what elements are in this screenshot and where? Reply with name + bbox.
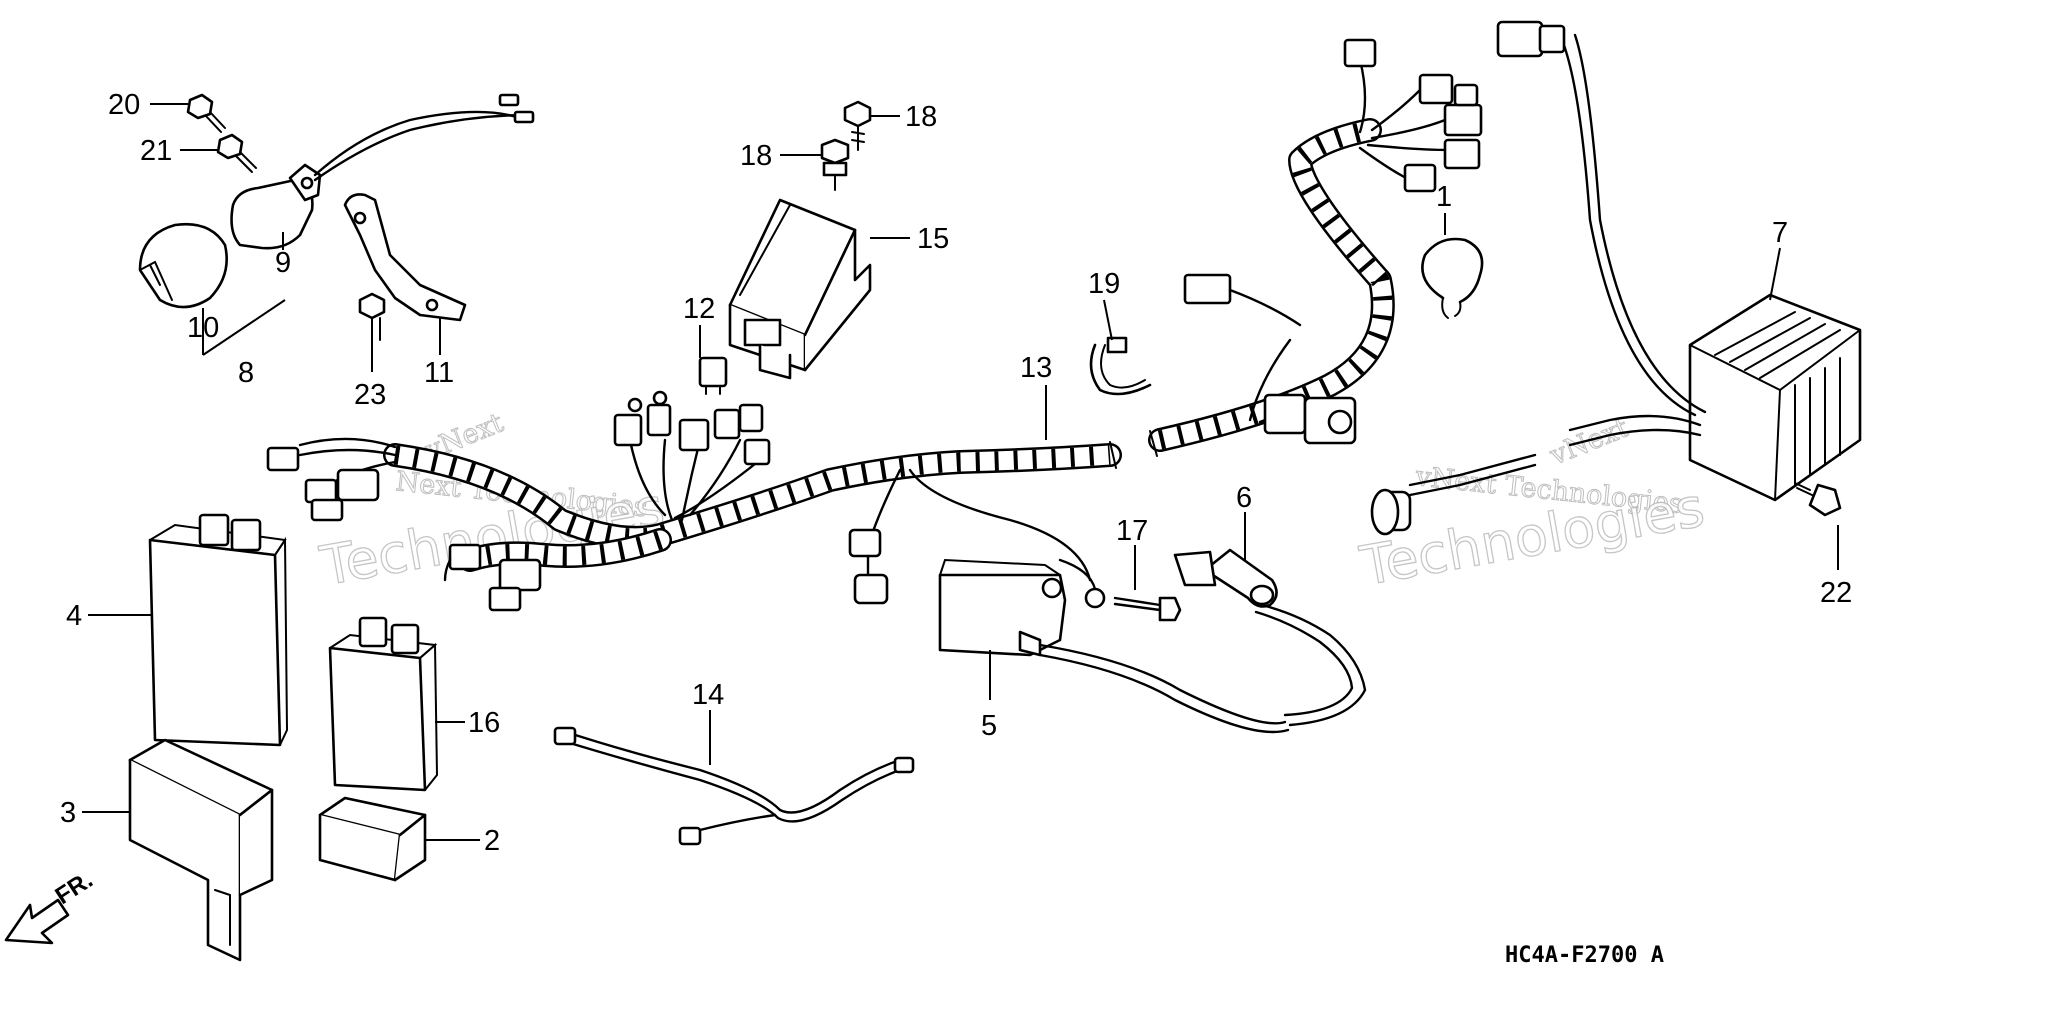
callout-1: 1	[1436, 181, 1452, 213]
callout-13: 13	[1020, 352, 1052, 384]
harness-right-connector	[1183, 273, 1357, 445]
callout-3: 3	[60, 797, 76, 829]
bolt-23	[358, 292, 386, 341]
callout-2: 2	[484, 825, 500, 857]
bolt-18-upper	[843, 100, 872, 151]
callout-7: 7	[1772, 217, 1788, 249]
callout-4: 4	[66, 600, 82, 632]
callout-22: 22	[1820, 577, 1852, 609]
ground-terminal	[848, 528, 889, 605]
callout-10: 10	[187, 312, 219, 344]
small-relay-part	[698, 356, 728, 395]
watermark-right-top: vNext	[1545, 412, 1633, 471]
spark-plug-cap-part	[1173, 548, 1367, 727]
callout-21: 21	[140, 135, 172, 167]
harness-band-part	[1089, 336, 1152, 396]
bracket-part	[343, 193, 467, 322]
screw-21	[216, 133, 257, 173]
harness-relay-cluster	[613, 390, 771, 466]
relay-box-part	[728, 198, 872, 380]
screw-22	[1794, 482, 1842, 517]
harness-clip-part	[1421, 237, 1484, 319]
harness-left-connector-upper	[266, 446, 380, 522]
starter-relay-part	[328, 616, 439, 792]
callout-19: 19	[1088, 268, 1120, 300]
callout-15: 15	[917, 223, 949, 255]
callout-18-upper: 18	[905, 101, 937, 133]
callout-5: 5	[981, 710, 997, 742]
callout-12: 12	[683, 293, 715, 325]
bolt-18-lower	[820, 138, 850, 191]
callout-23: 23	[354, 379, 386, 411]
callout-11: 11	[424, 357, 454, 389]
callout-8: 8	[238, 357, 254, 389]
callout-16: 16	[468, 707, 500, 739]
harness-left-connector-lower	[443, 543, 542, 612]
relay-rubber-part	[318, 796, 427, 882]
diagram-code: HC4A-F2700 A	[1505, 943, 1664, 968]
turn-signal-relay-part	[138, 93, 535, 309]
leader-lines	[82, 103, 1839, 841]
harness-top-connectors	[1343, 38, 1483, 193]
control-unit-rubber-part	[128, 738, 274, 962]
callout-18-lower: 18	[740, 140, 772, 172]
screw-20	[186, 93, 226, 133]
ignition-coil-part	[938, 558, 1290, 734]
callout-6: 6	[1236, 482, 1252, 514]
callout-14: 14	[692, 679, 724, 711]
sub-harness-part	[553, 726, 915, 846]
callout-labels: 1 2 3 4 5 6 7 8 9 10 11 12 13 14 15 16 1…	[60, 89, 1852, 857]
callout-20: 20	[108, 89, 140, 121]
bolt-17	[1113, 596, 1182, 622]
control-unit-part	[148, 513, 289, 747]
callout-9: 9	[275, 247, 291, 279]
front-direction-arrow: FR.	[4, 866, 98, 945]
regulator-rectifier-part	[1370, 20, 1862, 536]
callout-17: 17	[1116, 515, 1148, 547]
